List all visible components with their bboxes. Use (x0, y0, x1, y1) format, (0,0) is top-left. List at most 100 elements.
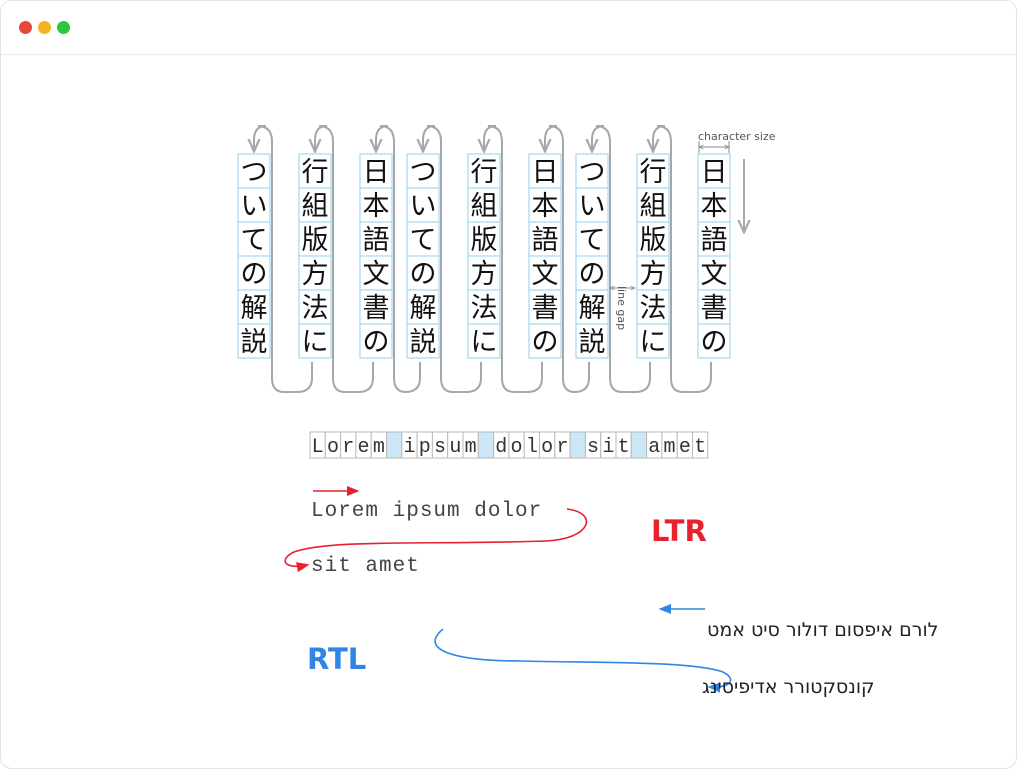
vertical-character: 方 (471, 259, 498, 290)
vertical-character: 日 (532, 157, 559, 188)
vertical-character: 版 (640, 225, 667, 256)
grid-character: a (648, 436, 660, 459)
grid-character: s (587, 436, 599, 459)
vertical-character: 行 (302, 157, 329, 188)
grid-character: u (449, 436, 461, 459)
line-gap-annotation: line gap (610, 286, 635, 330)
vertical-character: 説 (579, 327, 606, 358)
vertical-character: 解 (579, 293, 606, 324)
vertical-character: つ (579, 157, 606, 188)
line-flow-arrow (376, 125, 421, 393)
vertical-character: 本 (363, 191, 390, 222)
close-button[interactable] (19, 21, 32, 34)
vertical-character: 行 (640, 157, 667, 188)
space-cell (386, 431, 403, 459)
vertical-character: て (579, 225, 606, 256)
space-cell (630, 431, 648, 459)
vertical-character: に (471, 327, 498, 358)
vertical-character: 行 (471, 157, 498, 188)
title-bar (1, 1, 1016, 55)
vertical-character: 文 (532, 259, 559, 290)
character-size-annotation: character size (698, 130, 776, 153)
vertical-character: 書 (701, 293, 728, 324)
grid-character: L (312, 436, 324, 459)
vertical-character: 説 (410, 327, 437, 358)
ltr-line-wrap-arrow (284, 508, 587, 573)
vertical-character: の (363, 327, 390, 358)
vertical-character: 組 (302, 191, 329, 222)
line-flow-arrow (254, 125, 313, 393)
vertical-character: の (701, 327, 728, 358)
vertical-character: 版 (302, 225, 329, 256)
vertical-character: い (241, 191, 268, 222)
grid-character: t (694, 436, 706, 459)
grid-character: r (556, 436, 568, 459)
ltr-section: Lorem ipsum dolor sit amet LTR (284, 485, 707, 578)
rtl-line-1: לורם איפסום דולור סיט אמט (707, 619, 938, 641)
vertical-character: 法 (302, 293, 329, 324)
grid-character: i (403, 436, 415, 459)
vertical-character: 方 (640, 259, 667, 290)
line-flow-arrow (653, 125, 712, 393)
grid-character: o (327, 436, 339, 459)
rtl-section: לורם איפסום דולור סיט אמט קונסקטורר אדיפ… (307, 603, 938, 698)
grid-character: e (679, 436, 691, 459)
line-flow-arrow (423, 125, 482, 393)
grid-character: r (342, 436, 354, 459)
zoom-button[interactable] (57, 21, 70, 34)
vertical-character: 法 (471, 293, 498, 324)
grid-character: e (358, 436, 370, 459)
vertical-character: 法 (640, 293, 667, 324)
ltr-line-1: Lorem ipsum dolor (311, 500, 542, 523)
vertical-character: 日 (363, 157, 390, 188)
vertical-character: い (579, 191, 606, 222)
vertical-character: 文 (701, 259, 728, 290)
vertical-character: 解 (241, 293, 268, 324)
grid-character: s (434, 436, 446, 459)
vertical-character: の (532, 327, 559, 358)
grid-character: d (495, 436, 507, 459)
vertical-character: て (410, 225, 437, 256)
grid-character: l (526, 436, 538, 459)
grid-character: m (664, 436, 676, 459)
vertical-character: の (241, 259, 268, 290)
vertical-character: の (410, 259, 437, 290)
vertical-character: に (302, 327, 329, 358)
line-flow-arrow (592, 125, 651, 393)
vertical-character: つ (241, 157, 268, 188)
vertical-character: 書 (363, 293, 390, 324)
vertical-text-section: 日本語文書の行組版方法についての解説日本語文書の行組版方法についての解説日本語文… (237, 125, 744, 393)
vertical-character: 文 (363, 259, 390, 290)
grid-character: m (373, 436, 385, 459)
grid-character: i (602, 436, 614, 459)
grid-character: t (618, 436, 630, 459)
vertical-character: い (410, 191, 437, 222)
rtl-line-wrap-arrow (434, 628, 732, 693)
vertical-character: 方 (302, 259, 329, 290)
space-cell (569, 431, 586, 459)
vertical-character: 語 (363, 225, 390, 256)
character-size-label: character size (698, 130, 776, 143)
character-cell (692, 431, 709, 459)
vertical-character: の (579, 259, 606, 290)
line-gap-label: line gap (615, 286, 628, 330)
line-flow-arrow (484, 125, 543, 393)
vertical-character: て (241, 225, 268, 256)
vertical-character: 本 (701, 191, 728, 222)
vertical-character: 解 (410, 293, 437, 324)
ltr-line-2: sit amet (311, 555, 420, 578)
vertical-character: 書 (532, 293, 559, 324)
line-flow-arrow (315, 125, 374, 393)
minimize-button[interactable] (38, 21, 51, 34)
vertical-character: 本 (532, 191, 559, 222)
grid-character: o (541, 436, 553, 459)
vertical-character: 語 (532, 225, 559, 256)
rtl-label: RTL (307, 642, 366, 676)
vertical-character: 組 (640, 191, 667, 222)
vertical-character: 説 (241, 327, 268, 358)
vertical-character: つ (410, 157, 437, 188)
grid-character: m (465, 436, 477, 459)
space-cell (477, 431, 495, 459)
